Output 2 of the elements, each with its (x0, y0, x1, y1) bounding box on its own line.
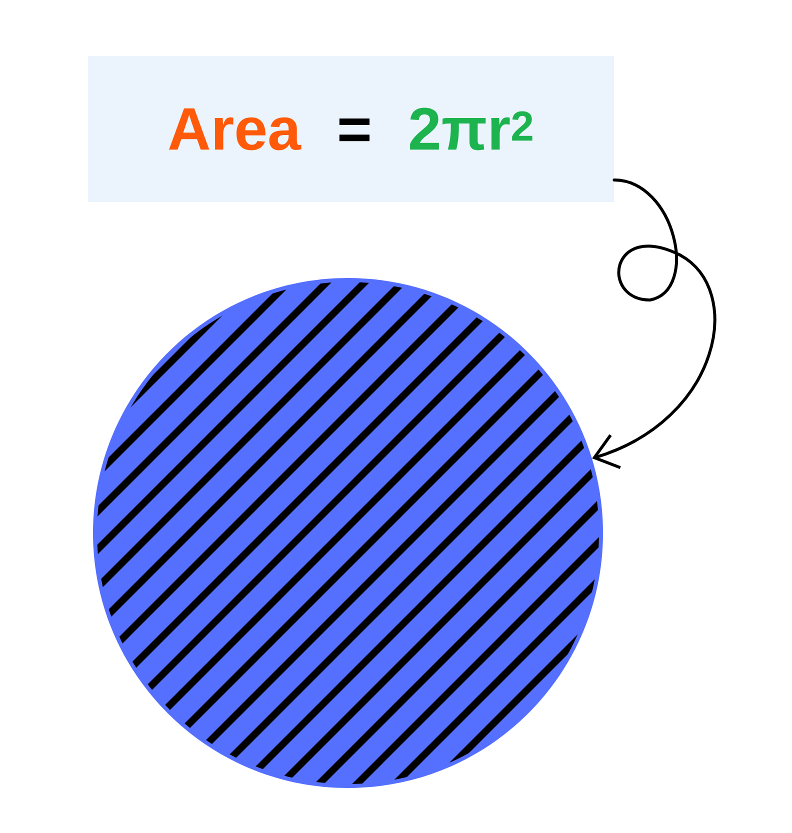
hatched-circle (93, 278, 603, 788)
formula-box: Area = 2πr$^{2}$ (88, 56, 614, 202)
